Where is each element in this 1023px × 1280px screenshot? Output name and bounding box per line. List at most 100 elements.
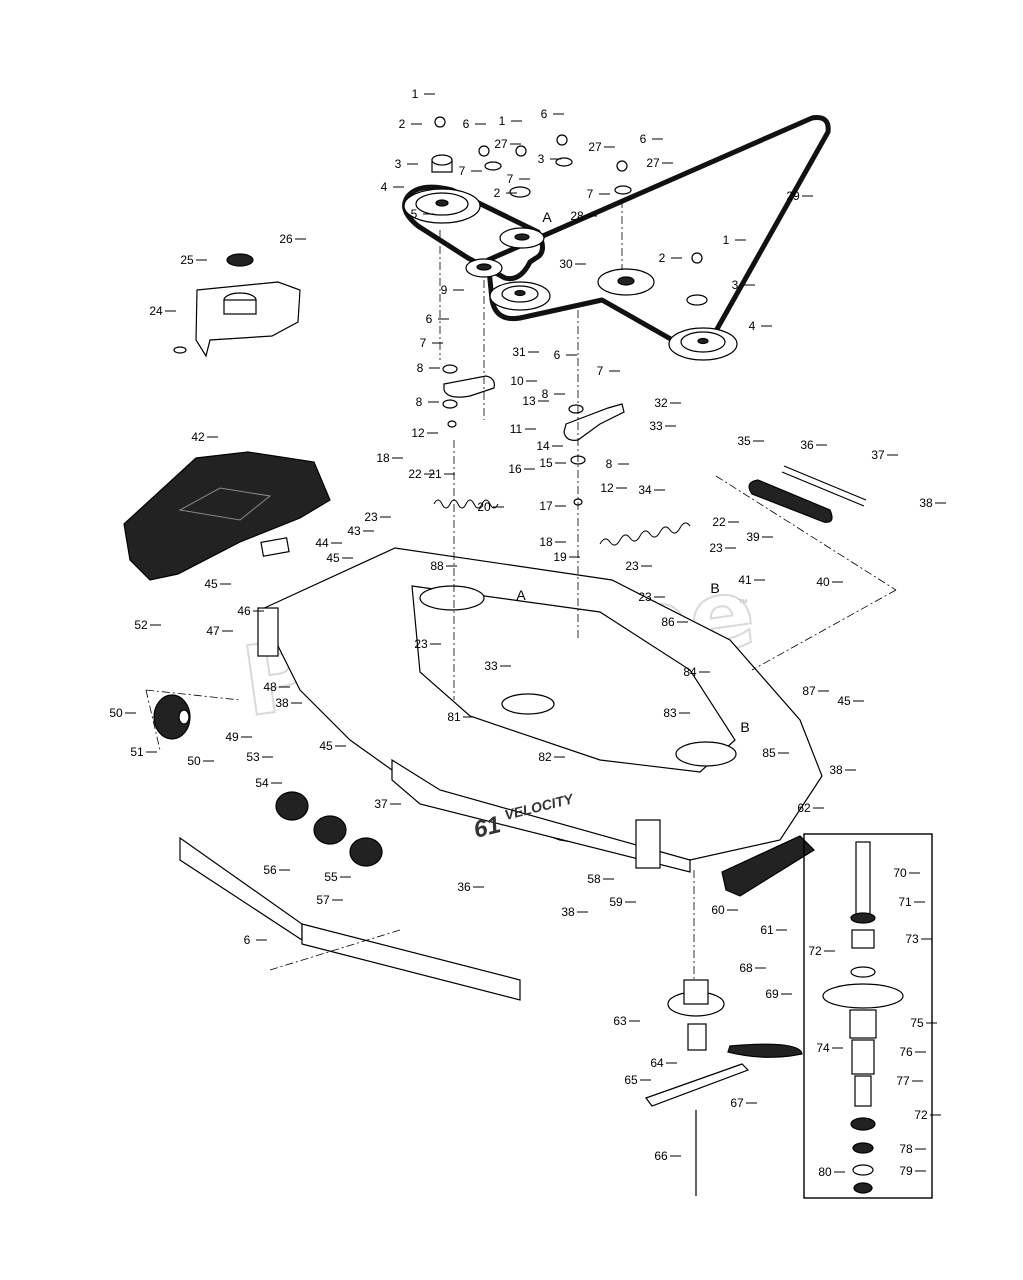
callout-number: 34 [638, 483, 652, 497]
callout-27: 27 [494, 137, 521, 151]
callout-number: 27 [494, 137, 508, 151]
callout-7: 7 [420, 336, 443, 350]
callout-18: 18 [376, 451, 403, 465]
callout-6: 6 [426, 312, 449, 326]
callout-6: 6 [541, 107, 564, 121]
callout-71: 71 [898, 895, 925, 909]
callout-80: 80 [818, 1165, 845, 1179]
callout-number: 72 [914, 1108, 928, 1122]
callout-3: 3 [395, 157, 418, 171]
callout-number: 8 [416, 395, 423, 409]
callout-number: 6 [640, 132, 647, 146]
callout-number: 3 [732, 278, 739, 292]
callout-number: 1 [499, 114, 506, 128]
callout-number: 2 [659, 251, 666, 265]
callout-72: 72 [914, 1108, 941, 1122]
callout-number: 36 [800, 438, 814, 452]
callout-number: 66 [654, 1149, 668, 1163]
callout-24: 24 [149, 304, 176, 318]
callout-number: 76 [899, 1045, 913, 1059]
callout-number: A [542, 209, 552, 225]
callout-7: 7 [507, 172, 530, 186]
callout-58: 58 [587, 872, 614, 886]
callout-number: 43 [347, 524, 361, 538]
callout-14: 14 [536, 439, 563, 453]
callout-57: 57 [316, 893, 343, 907]
callout-number: 38 [919, 496, 933, 510]
callout-55: 55 [324, 870, 351, 884]
callout-83: 83 [663, 706, 690, 720]
callout-number: 82 [538, 750, 552, 764]
callout-29: 29 [786, 189, 813, 203]
callout-number: 3 [395, 157, 402, 171]
callout-number: 17 [539, 499, 553, 513]
callout-number: 29 [786, 189, 800, 203]
callout-16: 16 [508, 462, 535, 476]
gauge-wheel-51 [153, 694, 191, 740]
callout-number: B [710, 580, 719, 596]
callout-number: 45 [319, 739, 333, 753]
callout-22: 22 [408, 467, 435, 481]
callout-number: 18 [539, 535, 553, 549]
callout-32: 32 [654, 396, 681, 410]
callout-number: 41 [738, 573, 752, 587]
callout-number: 22 [712, 515, 726, 529]
callout-number: 31 [512, 345, 526, 359]
callout-79: 79 [899, 1164, 926, 1178]
callout-number: 20 [477, 500, 491, 514]
callout-34: 34 [638, 483, 665, 497]
callout-number: 33 [484, 659, 498, 673]
callout-number: 22 [408, 467, 422, 481]
callout-38: 38 [561, 905, 588, 919]
callout-23: 23 [709, 541, 736, 555]
callout-15: 15 [539, 456, 566, 470]
callout-A: A [542, 209, 552, 225]
callout-45: 45 [204, 577, 231, 591]
callout-36: 36 [800, 438, 827, 452]
callout-70: 70 [893, 866, 920, 880]
pulley-right-4 [668, 294, 738, 361]
callout-B: B [710, 580, 719, 596]
callout-2: 2 [494, 186, 517, 200]
assembly-centerlines [145, 200, 897, 980]
callout-A: A [516, 587, 526, 603]
callout-number: 13 [522, 394, 536, 408]
callout-46: 46 [237, 604, 264, 618]
callout-81: 81 [447, 710, 474, 724]
mower-deck-58: 61 VELOCITY [257, 547, 823, 873]
callout-19: 19 [553, 550, 580, 564]
callout-20: 20 [477, 500, 504, 514]
callout-8: 8 [606, 457, 629, 471]
callout-number: 1 [723, 233, 730, 247]
callout-number: 42 [191, 430, 205, 444]
callout-43: 43 [347, 524, 374, 538]
discharge-chute-42 [123, 451, 331, 581]
callout-number: 84 [683, 665, 697, 679]
callout-82: 82 [538, 750, 565, 764]
callout-number: 12 [411, 426, 425, 440]
callout-41: 41 [738, 573, 765, 587]
callout-number: 23 [625, 559, 639, 573]
callout-number: 9 [441, 283, 448, 297]
callout-number: 61 [760, 923, 774, 937]
callout-number: 3 [538, 152, 545, 166]
callout-number: 38 [275, 696, 289, 710]
callout-50: 50 [109, 706, 136, 720]
callout-67: 67 [730, 1096, 757, 1110]
callout-48: 48 [263, 680, 290, 694]
callout-45: 45 [326, 551, 353, 565]
watermark-trademark: ™ [738, 598, 748, 609]
callout-number: 26 [279, 232, 293, 246]
callout-number: 23 [709, 541, 723, 555]
callout-number: 79 [899, 1164, 913, 1178]
callout-number: 7 [459, 164, 466, 178]
callout-60: 60 [711, 903, 738, 917]
callout-23: 23 [414, 637, 441, 651]
callout-number: 50 [187, 754, 201, 768]
callout-number: 32 [654, 396, 668, 410]
callout-12: 12 [411, 426, 438, 440]
callout-number: 49 [225, 730, 239, 744]
callout-number: 36 [457, 880, 471, 894]
callout-number: 37 [871, 448, 885, 462]
callout-number: 77 [896, 1074, 910, 1088]
